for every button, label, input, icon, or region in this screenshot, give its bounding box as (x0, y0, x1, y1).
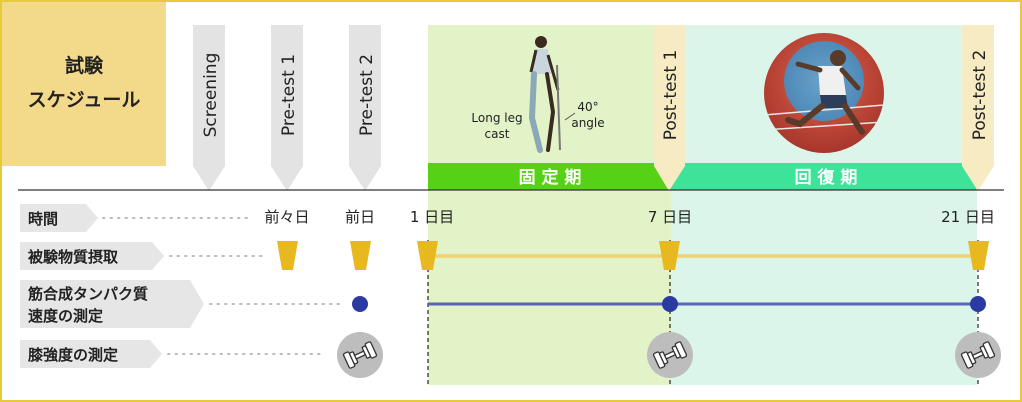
title-line1: 試験 (65, 54, 104, 77)
tab-pretest2-label: Pre-test 2 (357, 54, 377, 136)
mps-marker-day21 (970, 296, 986, 312)
angle-label-line1: 40° (577, 100, 598, 114)
tab-posttest2: Post-test 2 (962, 25, 994, 191)
intake-marker-day-before (350, 241, 371, 270)
tab-posttest2-label: Post-test 2 (970, 50, 990, 141)
recovery-period-bar (669, 163, 977, 190)
row-label-time: 時間 (20, 204, 251, 232)
tab-posttest1-label: Post-test 1 (661, 50, 681, 141)
row-label-mps-line2: 速度の測定 (28, 307, 103, 325)
cast-label-line2: cast (485, 127, 510, 141)
day-label-day-before-2: 前々日 (264, 208, 309, 226)
row-label-knee: 膝強度の測定 (20, 340, 326, 368)
leg-cast-illustration (528, 36, 576, 153)
tab-screening: Screening (193, 25, 225, 191)
tab-pretest1: Pre-test 1 (271, 25, 303, 191)
day-label-day21: 21 日目 (941, 208, 995, 226)
row-label-time-text: 時間 (28, 210, 58, 228)
tab-screening-label: Screening (201, 53, 221, 138)
intake-marker-day7 (659, 241, 680, 270)
dumbbell-icon-day7 (647, 332, 693, 378)
fixation-period-bar (428, 163, 669, 190)
title-line2: スケジュール (28, 89, 141, 111)
intake-marker-day-before-2 (277, 241, 298, 270)
title-box (2, 2, 166, 166)
fixation-period-label: 固 定 期 (519, 167, 582, 188)
recovery-period-label: 回 復 期 (795, 167, 858, 188)
tab-pretest1-label: Pre-test 1 (279, 54, 299, 136)
row-label-mps-line1: 筋合成タンパク質 (27, 285, 148, 303)
row-label-intake: 被験物質摂取 (20, 242, 263, 270)
row-label-knee-text: 膝強度の測定 (28, 346, 118, 364)
tab-pretest2: Pre-test 2 (349, 25, 381, 191)
day-label-day-before: 前日 (345, 208, 375, 226)
cast-label-line1: Long leg (471, 111, 522, 125)
row-label-mps: 筋合成タンパク質 速度の測定 (20, 280, 346, 328)
day-label-day1: 1 日目 (410, 208, 454, 226)
tab-posttest1: Post-test 1 (654, 25, 685, 191)
day-label-day7: 7 日目 (648, 208, 692, 226)
runner-photo (764, 33, 884, 153)
mps-marker-day-before (352, 296, 368, 312)
mps-marker-day7 (662, 296, 678, 312)
intake-marker-day21 (968, 241, 989, 270)
intake-marker-day1 (417, 241, 438, 270)
dumbbell-icon-day21 (955, 332, 1001, 378)
row-label-intake-text: 被験物質摂取 (28, 248, 119, 266)
angle-label-line2: angle (571, 116, 604, 130)
dumbbell-icon-day-before (337, 332, 383, 378)
